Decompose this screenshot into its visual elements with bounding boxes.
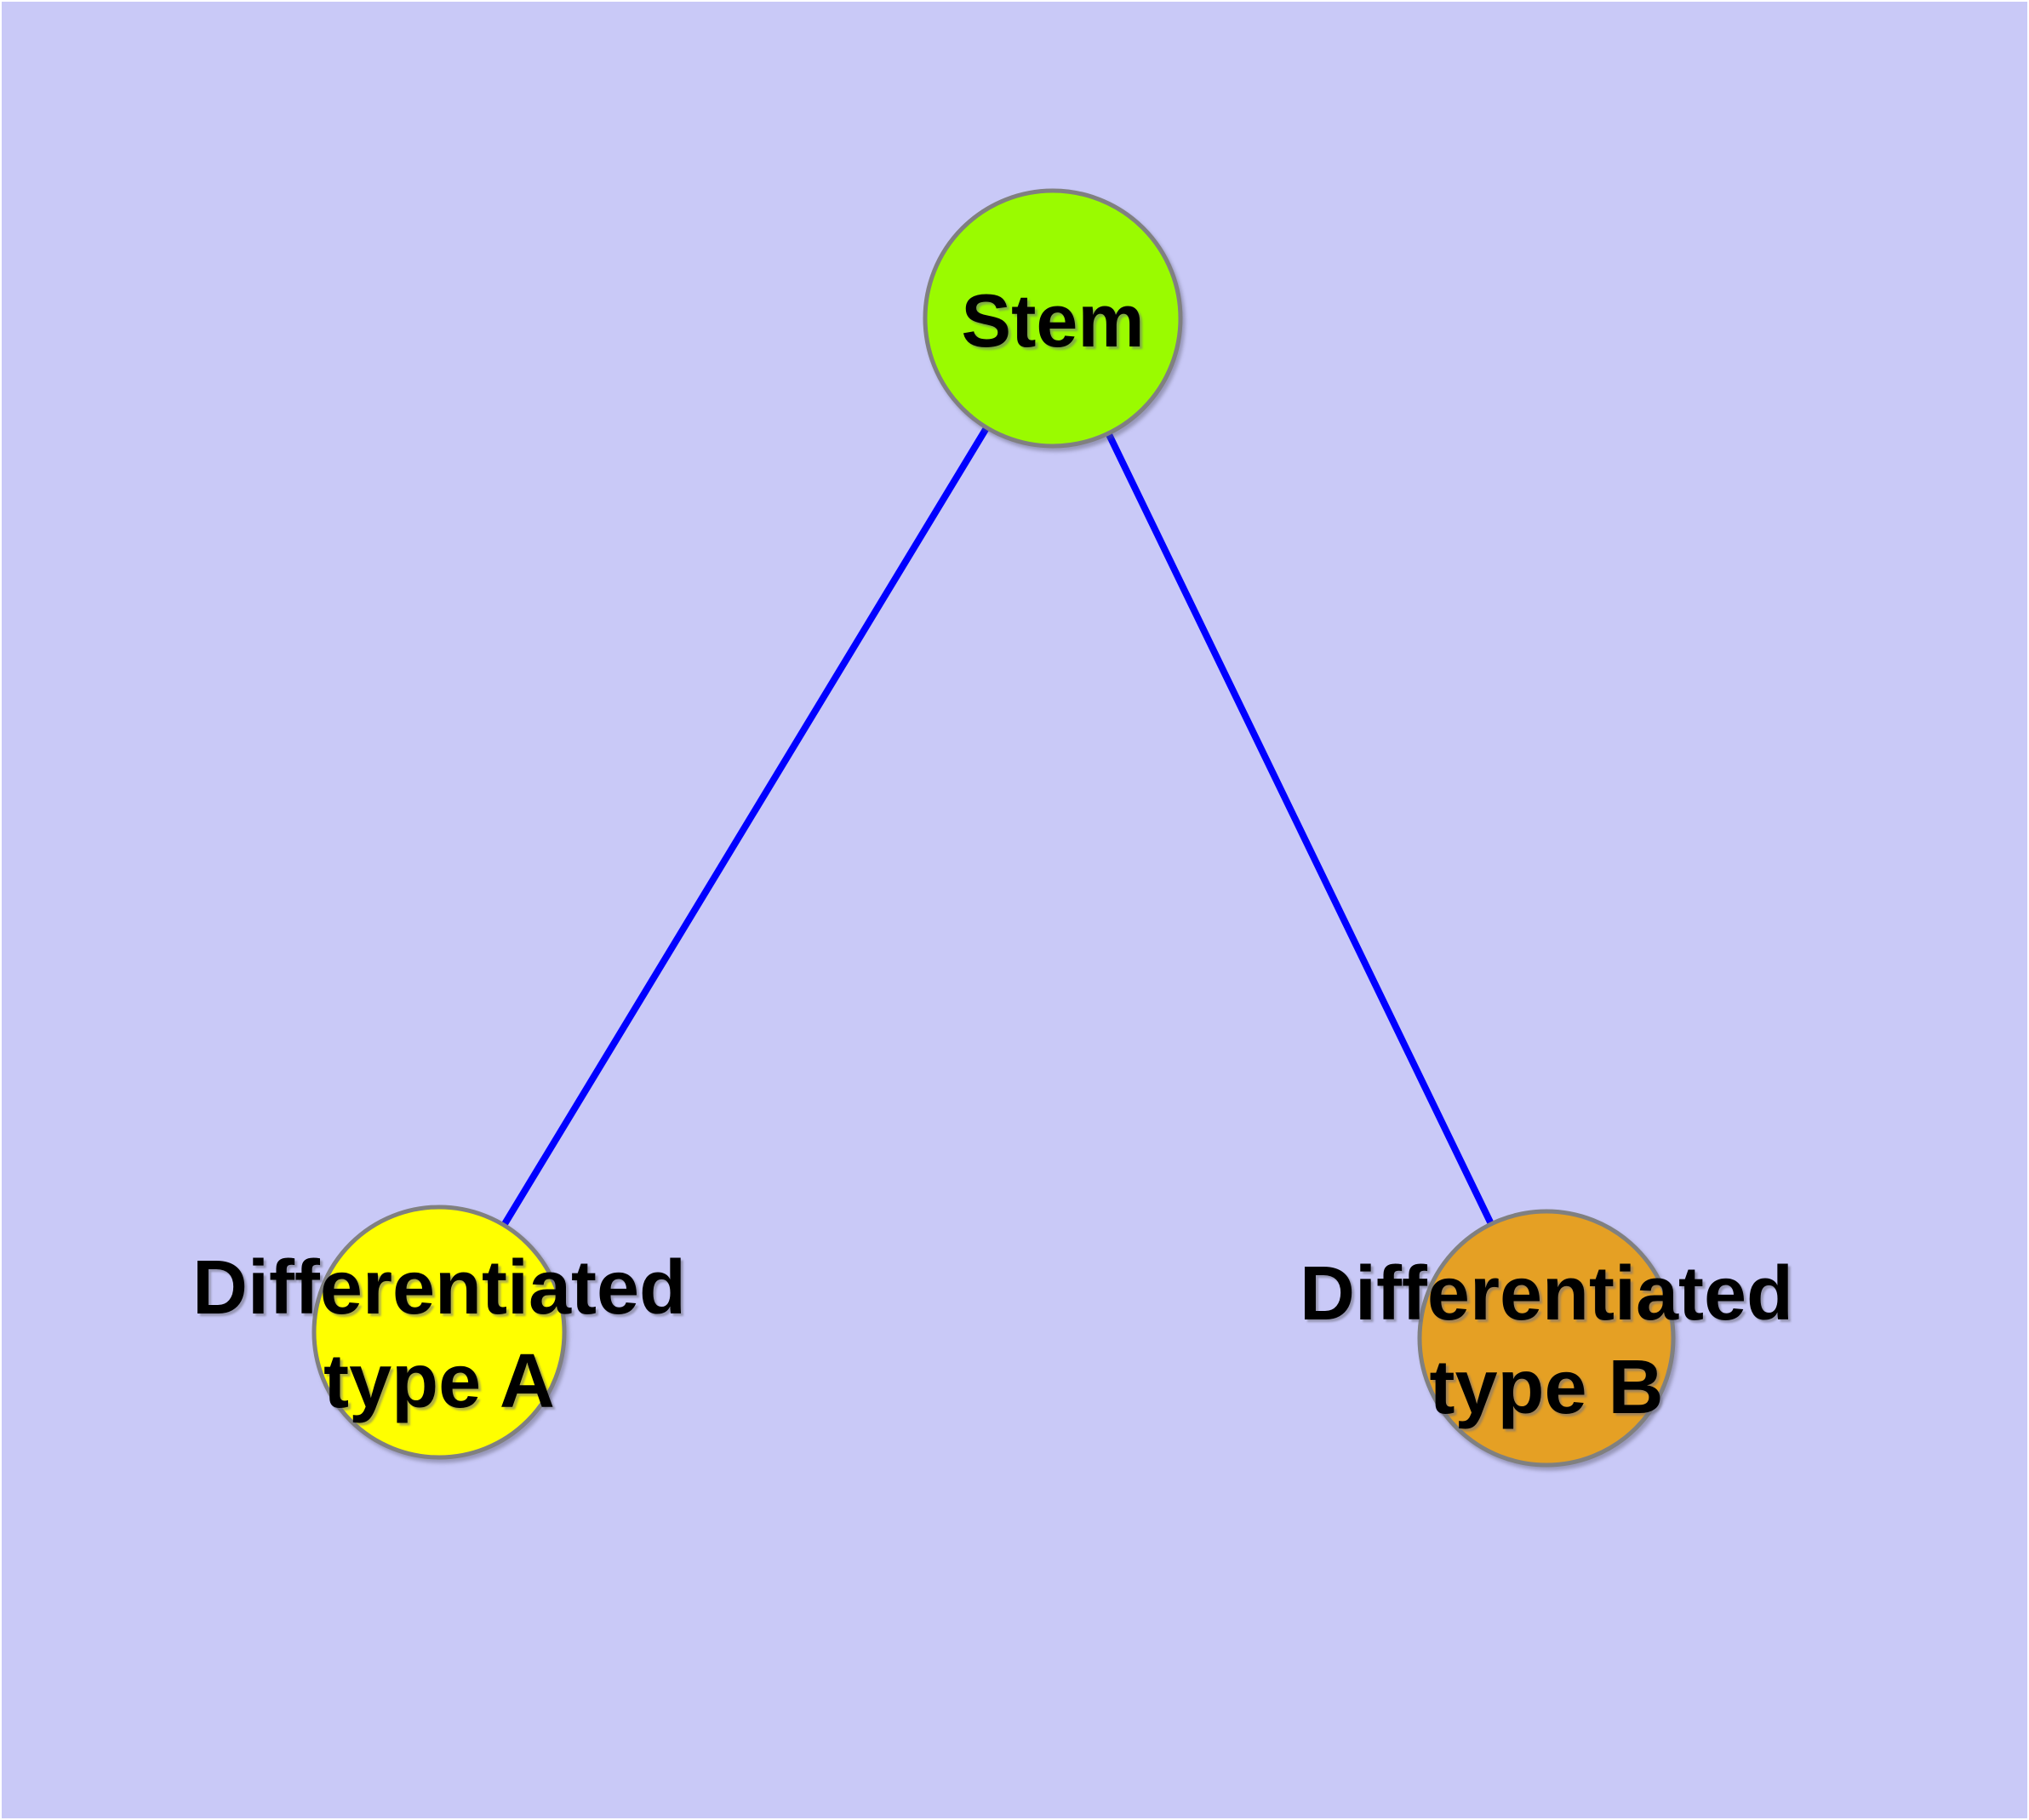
edge-stem-to-type-b bbox=[1049, 317, 1550, 1340]
node-type-b-label-line2: type B bbox=[1429, 1345, 1663, 1430]
node-type-b-circle bbox=[1417, 1209, 1676, 1468]
edge-stem-to-type-a bbox=[436, 316, 1056, 1335]
node-stem-circle bbox=[923, 188, 1183, 449]
node-type-a-label-line2: type A bbox=[323, 1339, 555, 1424]
node-type-a-circle bbox=[311, 1205, 567, 1460]
node-stem-label: Stem bbox=[961, 278, 1144, 363]
node-type-a-label-line1: Differentiated bbox=[192, 1245, 686, 1331]
node-type-b-label-line1: Differentiated bbox=[1300, 1251, 1793, 1336]
